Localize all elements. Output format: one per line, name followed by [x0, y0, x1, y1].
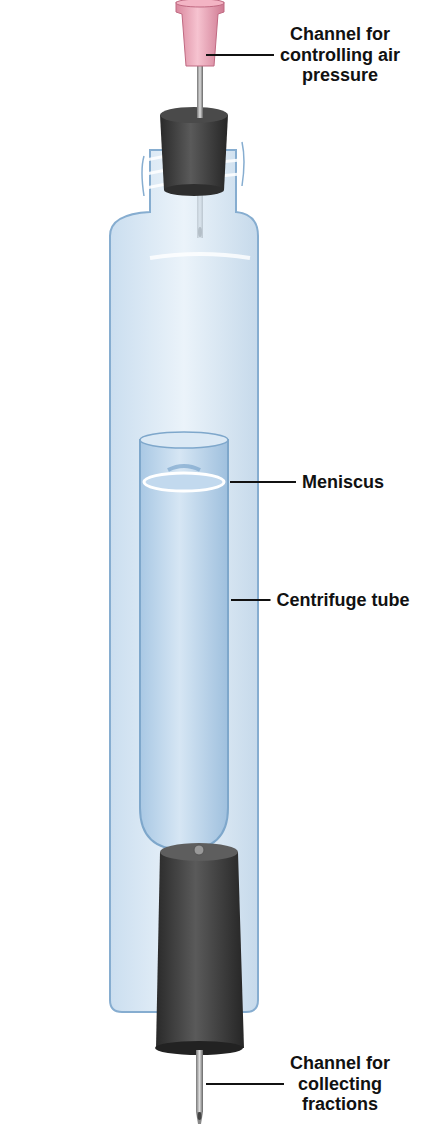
part-label: Meniscus	[268, 472, 418, 493]
syringe-hub	[176, 2, 224, 66]
collection-needle	[196, 1050, 203, 1112]
leader-line	[206, 1083, 284, 1085]
part-label: Channel for collecting fractions	[262, 1053, 418, 1115]
bottom-stopper	[156, 852, 244, 1048]
part-label: Channel for controlling air pressure	[262, 24, 418, 86]
leader-line	[206, 54, 274, 56]
leader-line	[230, 481, 296, 483]
part-label: Centrifuge tube	[268, 590, 418, 611]
centrifuge-tube	[140, 440, 228, 850]
top-stopper	[160, 115, 228, 190]
leader-line	[231, 599, 271, 601]
meniscus	[144, 473, 224, 491]
